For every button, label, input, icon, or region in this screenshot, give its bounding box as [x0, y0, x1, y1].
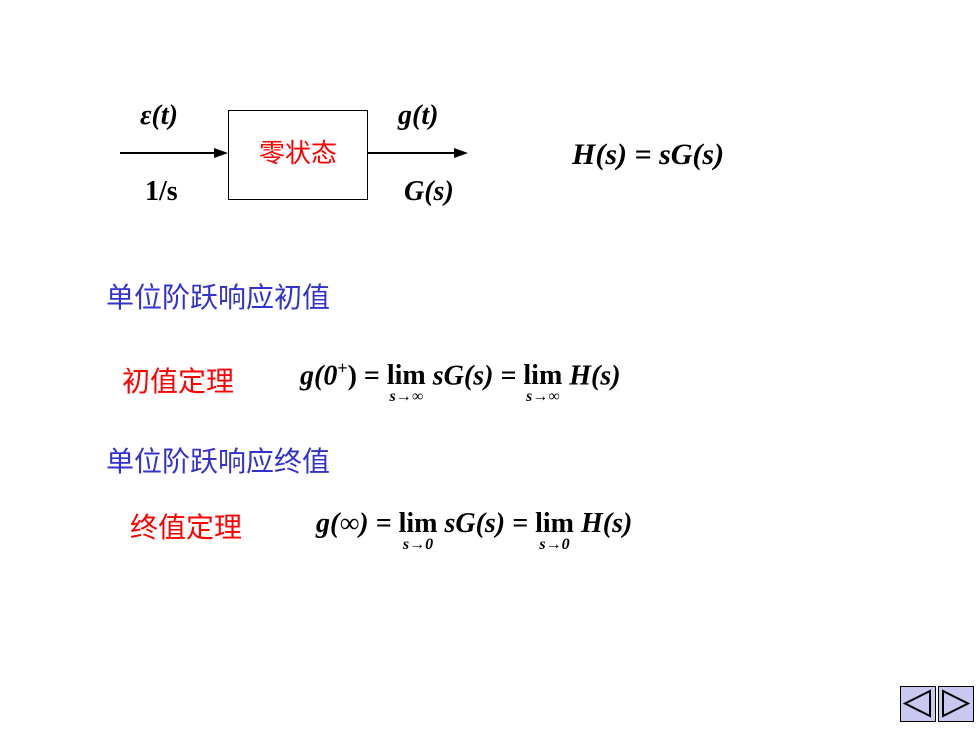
- zero-state-label: 零状态: [258, 139, 337, 169]
- final-lhs: g(∞) =: [316, 508, 392, 539]
- zero-state-block: 零状态: [228, 110, 368, 200]
- final-lim-2-sub: s→0: [539, 536, 570, 553]
- input-transform-label: 1/s: [145, 176, 178, 207]
- input-signal-label: ε(t): [140, 100, 178, 131]
- input-arrow-line: [120, 152, 216, 154]
- initial-lhs-sup: +: [337, 358, 348, 378]
- next-slide-button[interactable]: [938, 686, 974, 722]
- input-arrowhead-icon: [214, 148, 228, 158]
- initial-lim-2-sub: s→∞: [526, 388, 560, 406]
- final-value-theorem-name: 终值定理: [130, 511, 243, 544]
- initial-value-theorem-name: 初值定理: [122, 365, 235, 398]
- output-transform-label: G(s): [404, 176, 454, 207]
- output-arrow-line: [368, 152, 456, 154]
- transfer-relation: H(s) = sG(s): [572, 138, 725, 171]
- triangle-right-icon: [942, 689, 971, 718]
- output-signal-label: g(t): [398, 100, 439, 131]
- final-lim-1-sub: s→0: [402, 536, 434, 553]
- initial-mid: sG(s) =: [432, 360, 517, 392]
- final-mid: sG(s) =: [444, 508, 529, 539]
- initial-lhs: g(0: [300, 360, 338, 392]
- initial-lhs-tail: ) =: [347, 360, 380, 392]
- final-rhs: H(s): [580, 508, 633, 539]
- triangle-left-icon: [902, 689, 931, 718]
- final-value-heading: 单位阶跃响应终值: [106, 445, 331, 478]
- initial-lim-1-sub: s→∞: [389, 388, 424, 406]
- initial-value-heading: 单位阶跃响应初值: [106, 281, 331, 314]
- output-arrowhead-icon: [454, 148, 468, 158]
- initial-rhs: H(s): [569, 360, 621, 392]
- prev-slide-button[interactable]: [900, 686, 936, 722]
